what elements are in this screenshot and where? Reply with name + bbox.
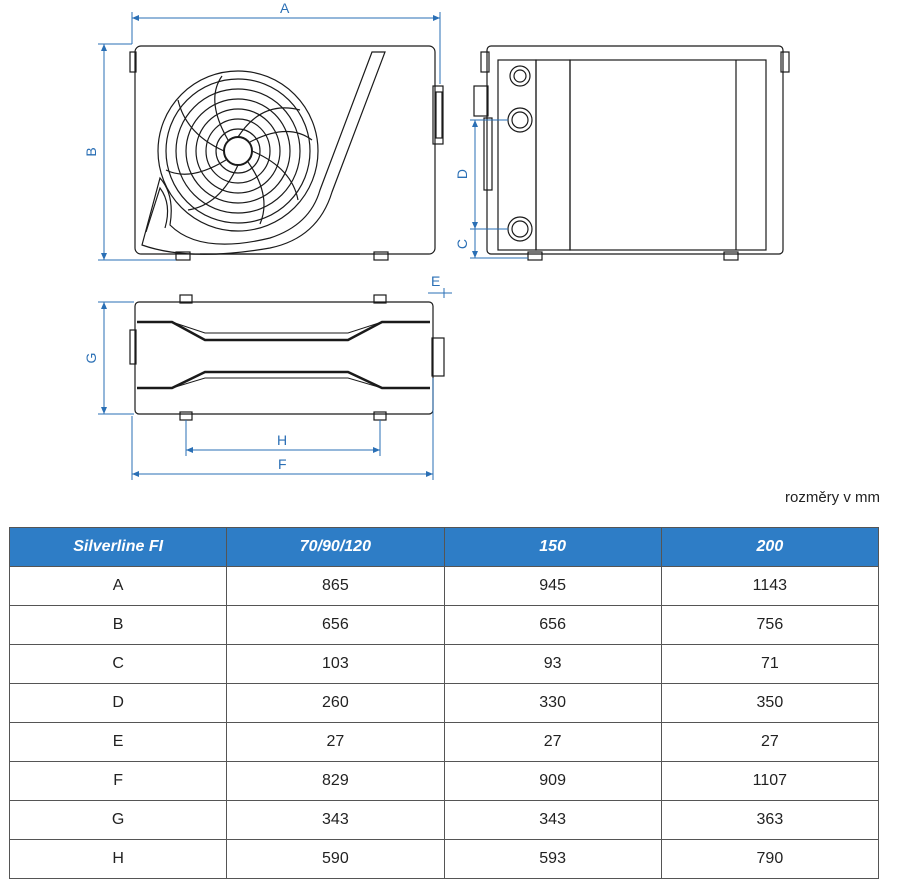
header-variant-200: 200 — [660, 527, 880, 567]
dim-label-a: A — [280, 0, 290, 16]
table-cell: 350 — [660, 683, 880, 723]
table-cell: 343 — [443, 800, 662, 840]
table-cell: E — [8, 722, 228, 762]
dimensions-table: Silverline FI 70/90/120 150 200 A 865 94… — [8, 527, 880, 879]
dim-label-d: D — [454, 169, 470, 179]
table-cell: 27 — [226, 722, 445, 762]
fan-grille — [157, 70, 319, 232]
table-cell: 829 — [226, 761, 445, 801]
table-cell: A — [8, 566, 228, 606]
dim-label-h: H — [277, 432, 287, 448]
table-cell: 103 — [226, 644, 445, 684]
dimension-lines — [98, 12, 528, 480]
table-cell: 71 — [660, 644, 880, 684]
table-row: F 829 909 1107 — [8, 761, 880, 801]
table-cell: 909 — [443, 761, 662, 801]
dim-label-g: G — [83, 353, 99, 364]
table-cell: 27 — [443, 722, 662, 762]
dim-label-b: B — [83, 147, 99, 156]
top-view — [129, 294, 445, 421]
header-variant-150: 150 — [443, 527, 662, 567]
table-cell: 330 — [443, 683, 662, 723]
table-cell: B — [8, 605, 228, 645]
table-cell: 790 — [660, 839, 880, 879]
table-row: D 260 330 350 — [8, 683, 880, 723]
table-cell: C — [8, 644, 228, 684]
table-cell: 27 — [660, 722, 880, 762]
technical-drawings: A B C D E F G H — [83, 0, 790, 480]
table-cell: 93 — [443, 644, 662, 684]
table-cell: 1143 — [660, 566, 880, 606]
table-row: G 343 343 363 — [8, 800, 880, 840]
front-view — [129, 45, 444, 261]
table-row: B 656 656 756 — [8, 605, 880, 645]
dim-label-f: F — [278, 456, 287, 472]
table-cell: H — [8, 839, 228, 879]
table-cell: 343 — [226, 800, 445, 840]
table-cell: 945 — [443, 566, 662, 606]
dim-label-c: C — [454, 239, 470, 249]
side-view — [473, 45, 790, 261]
dimension-arrows — [101, 15, 478, 477]
table-cell: 593 — [443, 839, 662, 879]
table-cell: D — [8, 683, 228, 723]
table-cell: 656 — [443, 605, 662, 645]
table-cell: 865 — [226, 566, 445, 606]
table-cell: 656 — [226, 605, 445, 645]
table-cell: 363 — [660, 800, 880, 840]
table-cell: F — [8, 761, 228, 801]
table-row: A 865 945 1143 — [8, 566, 880, 606]
table-header-row: Silverline FI 70/90/120 150 200 — [8, 527, 880, 567]
header-variant-70-90-120: 70/90/120 — [226, 527, 445, 567]
dim-label-e: E — [431, 273, 440, 289]
table-cell: 260 — [226, 683, 445, 723]
table-row: C 103 93 71 — [8, 644, 880, 684]
table-cell: 590 — [226, 839, 445, 879]
table-cell: G — [8, 800, 228, 840]
header-model: Silverline FI — [8, 527, 228, 567]
units-note: rozměry v mm — [785, 489, 880, 506]
table-row: H 590 593 790 — [8, 839, 880, 879]
table-cell: 1107 — [660, 761, 880, 801]
table-row: E 27 27 27 — [8, 722, 880, 762]
table-cell: 756 — [660, 605, 880, 645]
